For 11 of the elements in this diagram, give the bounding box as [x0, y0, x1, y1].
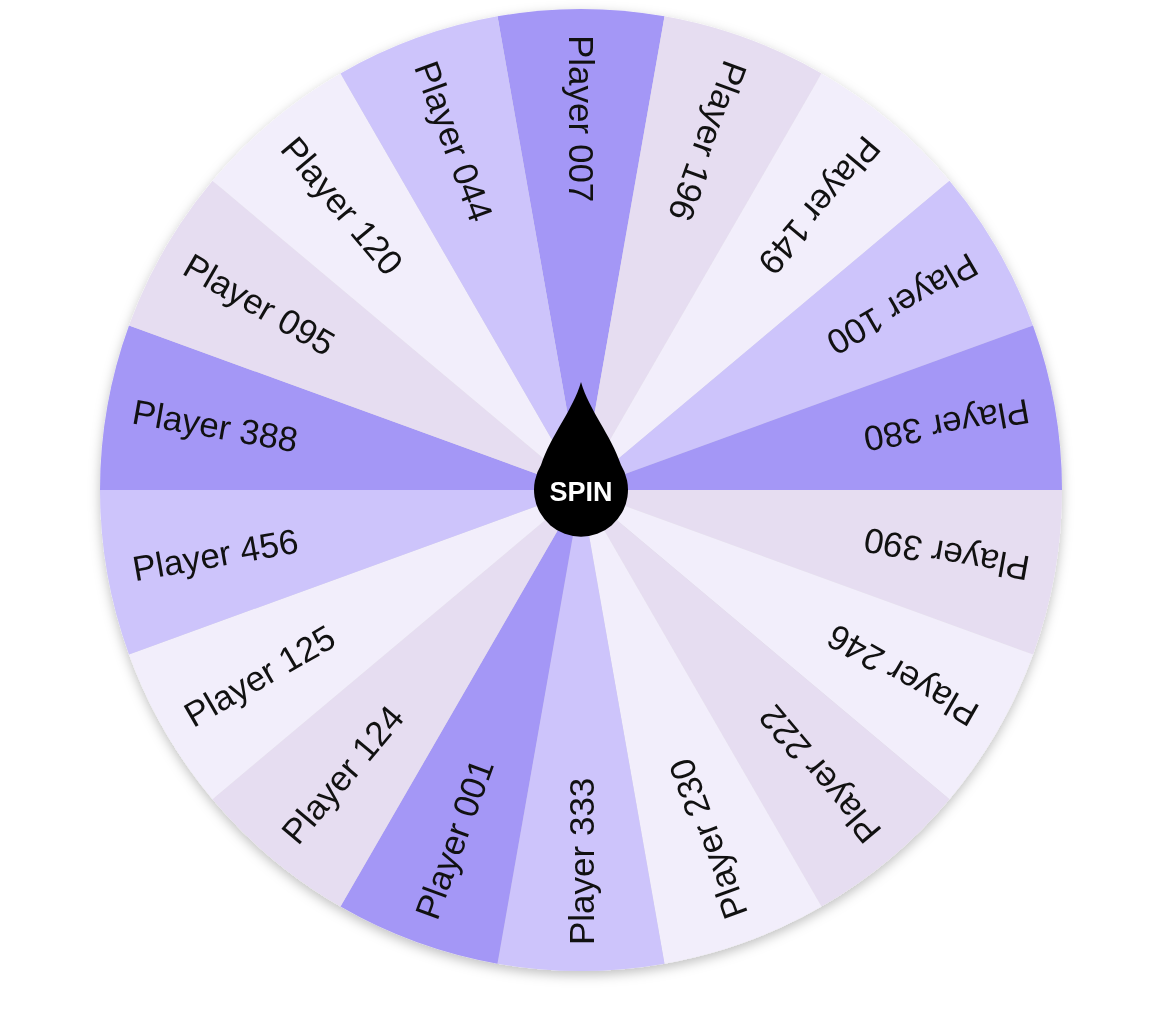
player-name: Player 380 — [860, 391, 1033, 460]
player-name: Player 390 — [860, 520, 1033, 589]
player-name: Player 230 — [661, 753, 755, 925]
player-name: Player 388 — [129, 391, 302, 460]
player-name: Player 007 — [561, 35, 601, 203]
spin-label: SPIN — [549, 477, 613, 507]
player-name: Player 001 — [407, 753, 501, 925]
player-name: Player 333 — [561, 777, 601, 945]
player-name: Player 044 — [407, 55, 501, 227]
player-name: Player 456 — [129, 520, 302, 589]
player-name: Player 196 — [661, 55, 755, 227]
